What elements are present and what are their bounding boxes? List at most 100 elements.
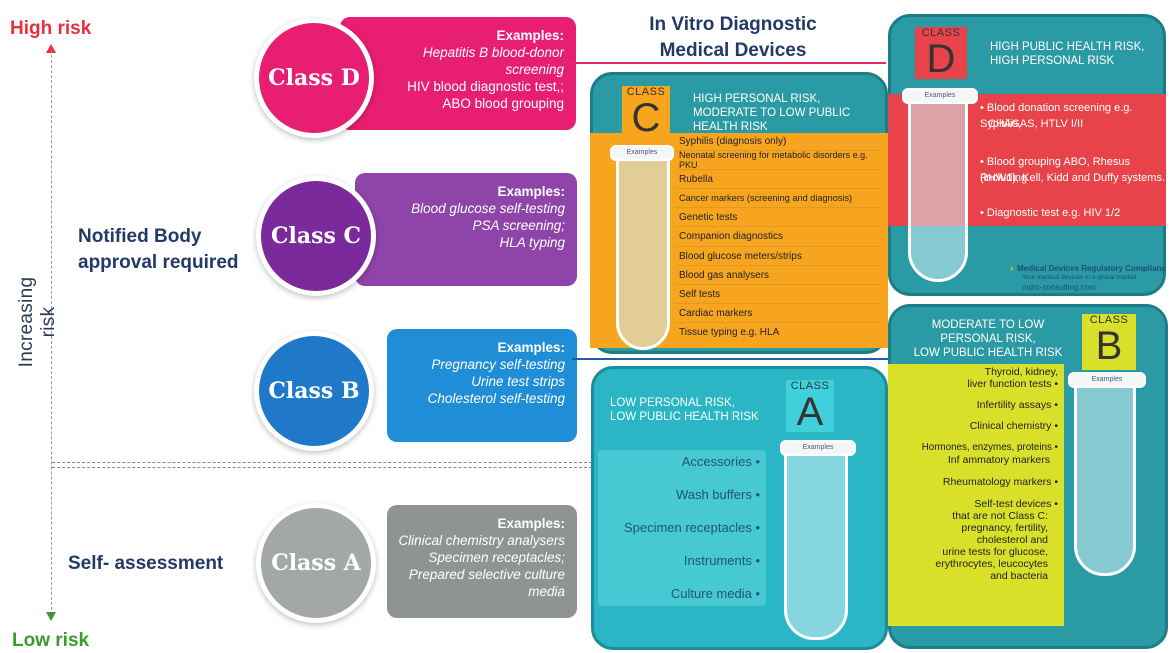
class-c-tube: [616, 150, 670, 350]
list-item: Self tests: [675, 285, 880, 304]
list-item: Clinical chemistry •: [969, 420, 1058, 432]
list-item: Self-test devices •: [974, 498, 1058, 510]
high-risk-label: High risk: [10, 18, 92, 39]
risk-axis-line: [51, 50, 52, 620]
class-b-circle: Class B: [254, 331, 374, 451]
group-divider: [52, 462, 592, 468]
class-a-header: LOW PERSONAL RISK, LOW PUBLIC HEALTH RIS…: [610, 396, 780, 424]
class-word: CLASS: [626, 86, 666, 98]
class-letter: A: [796, 390, 824, 434]
class-c-tube-cap: Examples: [610, 145, 674, 161]
header-line: MODERATE TO LOW: [931, 319, 1045, 331]
class-d-connector: [560, 62, 886, 64]
class-a-badge: CLASS A: [786, 380, 834, 432]
arrow-up-icon: [46, 44, 56, 53]
logo-mark-icon: ◐: [1010, 264, 1015, 273]
list-item: CHAGAS, HTLV I/II: [988, 118, 1084, 130]
example-item: Specimen receptacles;: [428, 550, 565, 565]
example-item: HLA typing: [499, 235, 565, 250]
list-item: Specimen receptacles •: [623, 520, 760, 535]
increasing-risk-label: Increasing risk: [16, 276, 59, 368]
header-line: HIGH PERSONAL RISK: [990, 55, 1115, 67]
class-word: CLASS: [790, 380, 830, 392]
class-c-examples: Examples: Blood glucose self-testing PSA…: [355, 173, 577, 286]
diagram-title: In Vitro Diagnostic Medical Devices: [604, 12, 862, 64]
class-c-header: HIGH PERSONAL RISK, MODERATE TO LOW PUBL…: [693, 92, 883, 134]
mdrc-url: mdrc-consulting.com: [1022, 283, 1096, 292]
class-c-badge: CLASS C: [622, 86, 670, 140]
header-line: LOW PERSONAL RISK,: [610, 397, 735, 409]
class-letter: B: [1095, 324, 1123, 368]
example-item: screening: [505, 62, 564, 77]
example-item: Cholesterol self-testing: [427, 391, 565, 406]
example-item: Hepatitis B blood-donor: [422, 45, 564, 60]
class-d-header: HIGH PUBLIC HEALTH RISK, HIGH PERSONAL R…: [990, 40, 1160, 68]
class-a-examples: Examples: Clinical chemistry analysers S…: [387, 505, 577, 618]
example-item: Blood glucose self-testing: [411, 201, 565, 216]
list-item: Rheumatology markers •: [942, 476, 1058, 488]
examples-heading: Examples:: [497, 184, 565, 199]
list-item: Neonatal screening for metabolic disorde…: [675, 151, 880, 171]
examples-heading: Examples:: [496, 28, 564, 43]
header-line: LOW PUBLIC HEALTH RISK: [913, 347, 1063, 359]
list-item: Infertility assays •: [976, 399, 1058, 411]
list-item: cholesterol and: [976, 534, 1048, 546]
class-a-tube-cap: Examples: [780, 440, 856, 456]
list-item: Blood glucose meters/strips: [675, 247, 880, 266]
class-letter: D: [926, 37, 956, 81]
class-d-tube-cap: Examples: [902, 88, 978, 104]
class-letter: C: [631, 96, 661, 140]
list-item: Wash buffers •: [675, 487, 760, 502]
list-item: • Blood grouping ABO, Rhesus (including: [980, 156, 1130, 184]
list-item: urine tests for glucose,: [942, 546, 1048, 558]
logo-text: Medical Devices Regulatory Compliance: [1017, 264, 1166, 273]
list-item: Culture media •: [670, 586, 760, 601]
header-line: LOW PUBLIC HEALTH RISK: [610, 411, 759, 423]
examples-heading: Examples:: [497, 340, 565, 355]
list-item: Thyroid, kidney,: [984, 366, 1058, 378]
notified-body-label: Notified Body approval required: [78, 224, 239, 276]
examples-heading: Examples:: [497, 516, 565, 531]
example-item: Urine test strips: [471, 374, 565, 389]
notified-body-line1: Notified Body: [78, 226, 202, 247]
class-b-list-bg: [888, 364, 1064, 626]
header-line: HIGH PERSONAL RISK,: [693, 93, 821, 105]
list-item: erythrocytes, leucocytes: [935, 558, 1048, 570]
class-b-tube-cap: Examples: [1068, 372, 1146, 388]
list-item: Instruments •: [683, 553, 760, 568]
list-item: that are not Class C:: [952, 510, 1048, 522]
class-b-badge: CLASS B: [1082, 314, 1136, 370]
list-item: Genetic tests: [675, 208, 880, 228]
header-line: HIGH PUBLIC HEALTH RISK,: [990, 41, 1145, 53]
example-item: Clinical chemistry analysers: [398, 533, 565, 548]
list-item: Rubella: [675, 170, 880, 190]
class-b-connector: [572, 358, 902, 360]
list-item: Hormones, enzymes, proteins •: [921, 442, 1058, 453]
class-b-tube: [1074, 380, 1136, 576]
list-item: Syphilis (diagnosis only): [675, 132, 880, 152]
self-assessment-label: Self- assessment: [68, 553, 224, 574]
list-item: Blood gas analysers: [675, 266, 880, 285]
class-c-circle: Class C: [256, 176, 376, 296]
mdrc-logo: ◐ Medical Devices Regulatory Compliance: [1010, 264, 1166, 273]
list-item: pregnancy, fertility,: [961, 522, 1048, 534]
class-a-list-bg: [598, 450, 766, 606]
example-item: media: [528, 584, 565, 599]
list-item: • Diagnostic test e.g. HIV 1/2: [980, 207, 1121, 219]
title-line2: Medical Devices: [659, 40, 807, 61]
list-item: Cancer markers (screening and diagnosis): [675, 189, 880, 209]
class-a-circle: Class A: [256, 503, 376, 623]
list-item: Companion diagnostics: [675, 227, 880, 247]
list-item: Tissue typing e.g. HLA: [679, 326, 780, 338]
example-item: Pregnancy self-testing: [431, 357, 565, 372]
mdrc-tagline: Your medical devices in a global market: [1022, 274, 1137, 281]
class-d-tube: [908, 96, 968, 282]
class-b-header: MODERATE TO LOW PERSONAL RISK, LOW PUBLI…: [900, 318, 1076, 360]
class-d-examples: Examples: Hepatitis B blood-donor screen…: [340, 17, 576, 130]
example-item: ABO blood grouping: [442, 96, 564, 111]
title-line1: In Vitro Diagnostic: [649, 14, 817, 35]
header-line: PERSONAL RISK,: [940, 333, 1036, 345]
class-c-list: Syphilis (diagnosis only) Neonatal scree…: [675, 132, 880, 342]
arrow-down-icon: [46, 612, 56, 621]
class-b-examples: Examples: Pregnancy self-testing Urine t…: [387, 329, 577, 442]
